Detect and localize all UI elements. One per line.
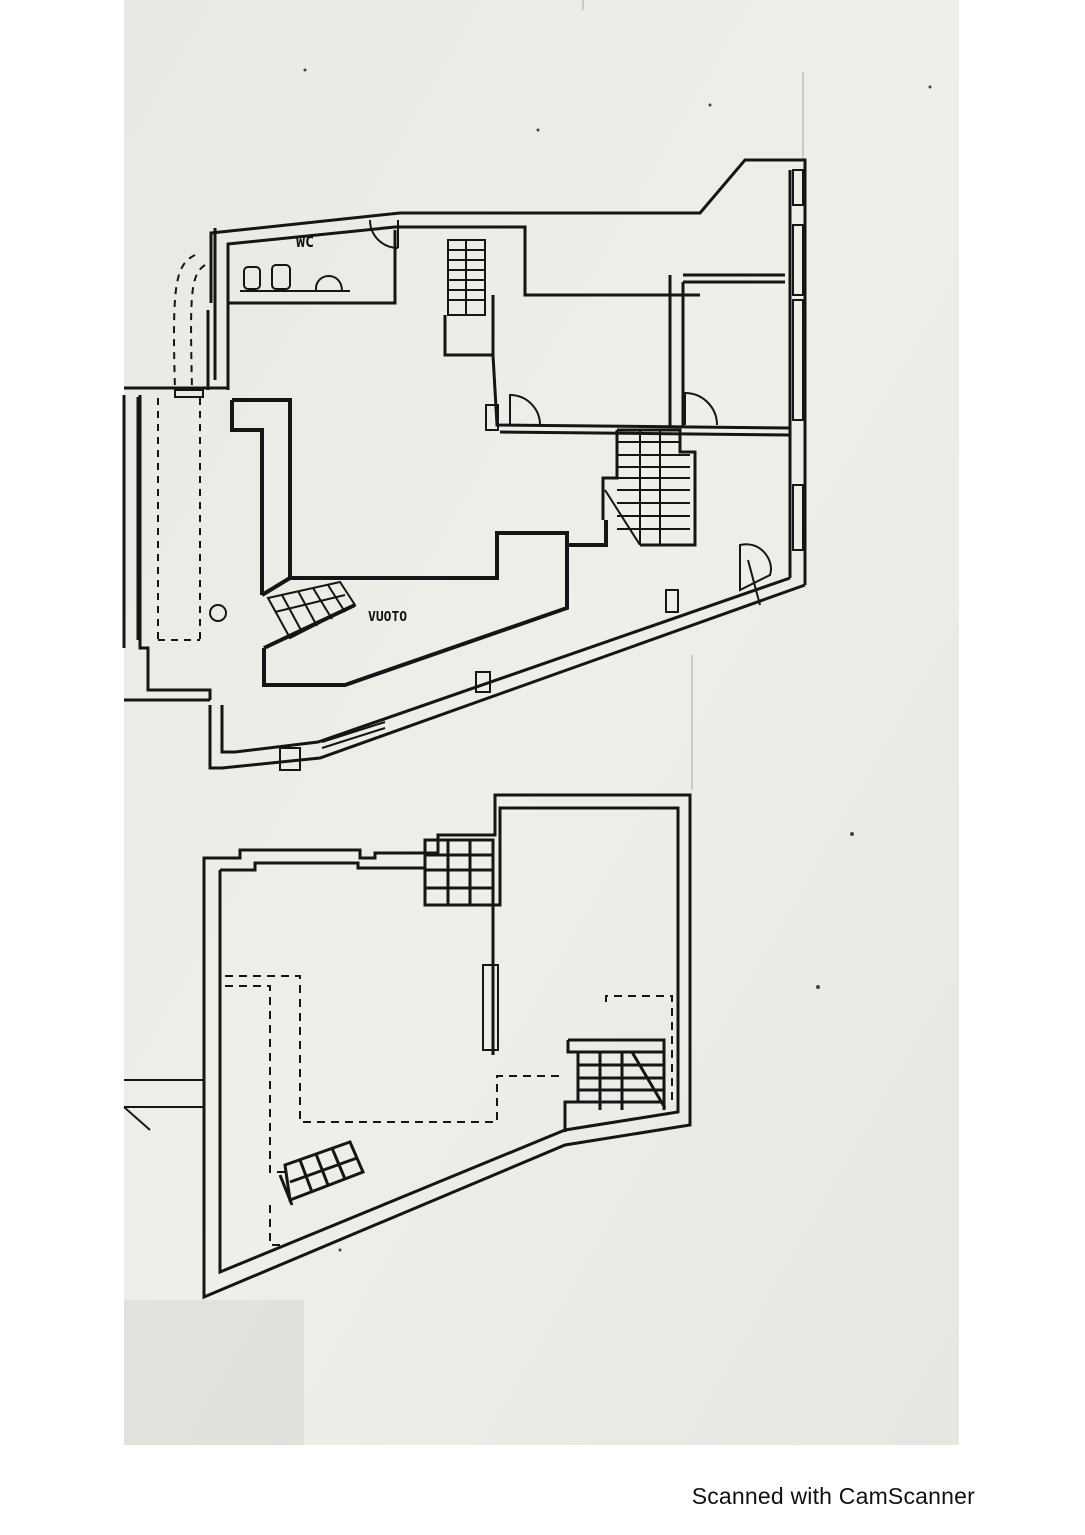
- lower-dashed-lines: [225, 975, 673, 1246]
- lower-floor-plan: [123, 793, 692, 1300]
- upper-middle-stair: [601, 428, 697, 547]
- upper-outer-walls: [208, 158, 807, 770]
- upper-partitions: [485, 273, 791, 437]
- lower-left-walls: [123, 1079, 204, 1131]
- paper-edge-lines: [582, 0, 804, 790]
- upper-floor-plan: [122, 158, 807, 771]
- paper-sheet: [124, 0, 959, 1445]
- upper-lower-stair: [266, 580, 357, 640]
- wc-room: [228, 219, 399, 305]
- lower-left-stair: [278, 1140, 365, 1206]
- upper-doors: [509, 391, 772, 606]
- upper-right-wall-blocks: [792, 169, 804, 551]
- scanner-watermark: Scanned with CamScanner: [691, 1483, 975, 1509]
- upper-top-stair: [443, 239, 495, 357]
- wc-label: WC: [296, 233, 314, 251]
- upper-dashed-lines: [157, 254, 206, 641]
- lower-top-stair: [423, 838, 495, 907]
- lower-partition: [482, 905, 499, 1055]
- paper-shadow: [124, 1300, 304, 1445]
- scan-specks: [303, 68, 932, 1252]
- lower-right-stair: [563, 1038, 667, 1132]
- upper-wall-pillars: [279, 589, 679, 771]
- upper-left-structure: [122, 310, 228, 702]
- void-label: VUOTO: [368, 610, 407, 625]
